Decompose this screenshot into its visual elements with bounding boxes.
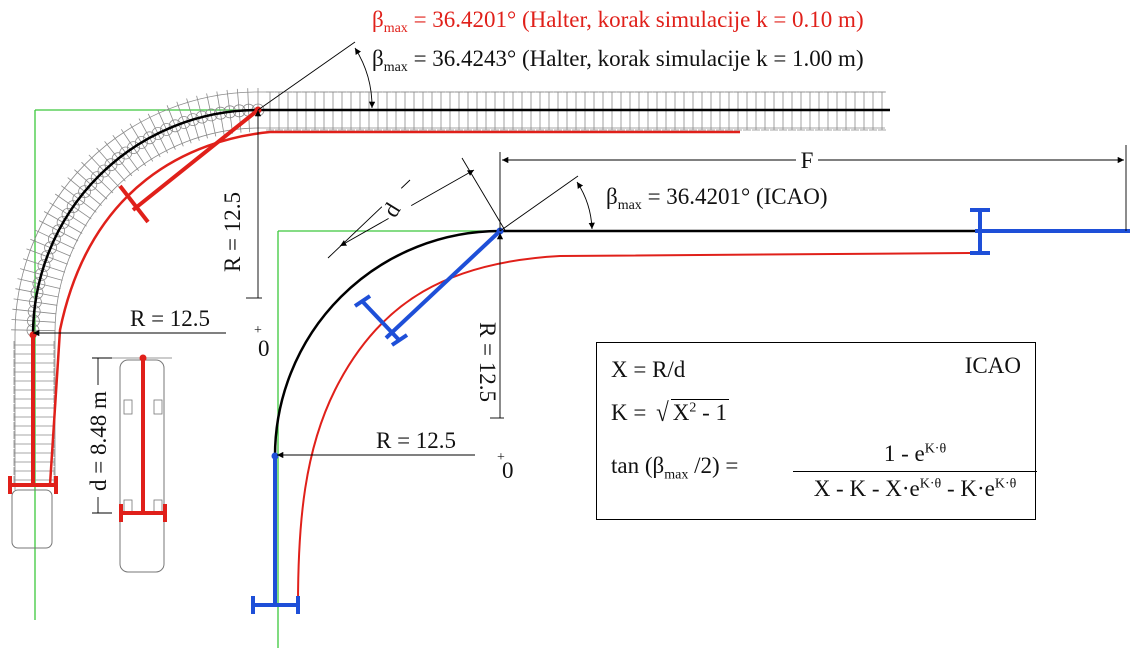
right-blue-aircraft-markers <box>251 208 1130 614</box>
formula-line-k: K = √X2 - 1 <box>611 398 730 427</box>
svg-text:+: + <box>254 323 262 338</box>
simulation-traces <box>11 88 886 490</box>
formula-fraction: 1 - eK·θ X - K - X·eK·θ - K·eK·θ <box>793 441 1037 502</box>
right-zero-label: 0 <box>502 458 514 483</box>
F-label: F <box>801 148 814 173</box>
aircraft-schematic: d = 8.48 m <box>86 354 172 573</box>
left-radius-vertical-label: R = 12.5 <box>220 192 245 272</box>
left-beta-ref-line <box>257 41 356 111</box>
right-icao: d F R = 12.5 R = 12.5 0 + <box>251 145 1130 648</box>
left-red-path <box>48 130 740 486</box>
right-red-path <box>297 252 971 606</box>
svg-text:+: + <box>497 450 505 465</box>
beta-red-annotation: βmax = 36.4201° (Halter, korak simulacij… <box>372 7 864 36</box>
right-radius-horizontal-label: R = 12.5 <box>376 428 456 453</box>
beta-black-annotation: βmax = 36.4243° (Halter, korak simulacij… <box>372 46 864 75</box>
d-length-label: d = 8.48 m <box>86 391 111 491</box>
left-beta-arc <box>354 47 376 109</box>
left-aircraft-body <box>11 489 53 549</box>
formula-denominator: X - K - X·eK·θ - K·eK·θ <box>813 476 1017 501</box>
left-radius-horizontal-label: R = 12.5 <box>130 306 210 331</box>
formula-line-tan: tan (βmax /2) = <box>611 453 739 483</box>
formula-numerator: 1 - eK·θ <box>793 441 1037 472</box>
formula-tag: ICAO <box>964 353 1021 378</box>
beta-icao-annotation: βmax = 36.4201° (ICAO) <box>606 184 828 213</box>
left-zero-label: 0 <box>258 336 270 361</box>
left-simulation: R = 12.5 R = 12.5 0 + d = 8.48 m <box>8 41 890 620</box>
icao-formula-box: ICAO X = R/d K = √X2 - 1 tan (βmax /2) =… <box>596 342 1037 520</box>
right-radius-vertical-label: R = 12.5 <box>475 322 500 402</box>
left-centerline <box>31 108 890 485</box>
formula-line-x: X = R/d <box>611 357 686 382</box>
left-red-aircraft-markers <box>8 108 260 494</box>
right-beta-arc <box>576 181 595 230</box>
